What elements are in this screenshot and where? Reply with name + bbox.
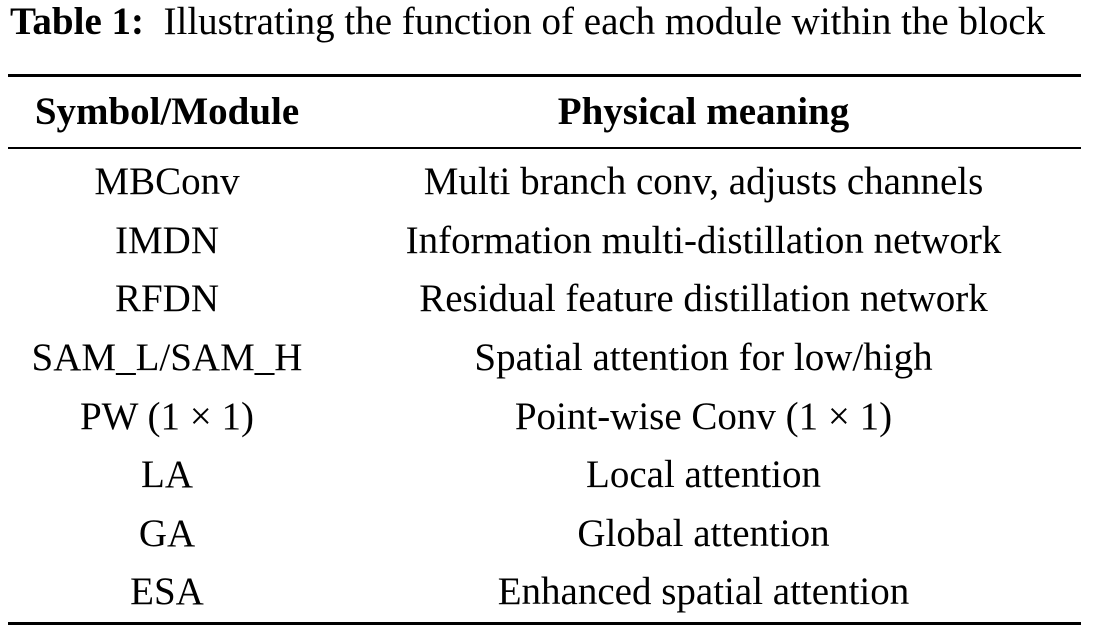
cell-symbol: PW (1 × 1) (79, 394, 254, 438)
table-row: SAM_L/SAM_H Spatial attention for low/hi… (8, 329, 1081, 388)
mid-rule (8, 147, 1081, 149)
caption-label: Table 1: (10, 0, 145, 43)
header-row: Symbol/Module Physical meaning (8, 77, 1081, 147)
cell-symbol: RFDN (114, 277, 220, 321)
cell-symbol: IMDN (115, 218, 219, 262)
cell-symbol: ESA (130, 570, 204, 614)
table-row: IMDN Information multi-distillation netw… (8, 212, 1081, 271)
cell-symbol: LA (141, 453, 193, 497)
cell-meaning: Residual feature distillation network (419, 277, 988, 321)
cell-meaning: Spatial attention for low/high (474, 336, 933, 380)
header-symbol-module: Symbol/Module (34, 90, 300, 133)
cell-symbol: GA (138, 511, 196, 555)
cell-meaning: Local attention (586, 453, 821, 497)
bottom-rule (8, 621, 1081, 625)
table: Symbol/Module Physical meaning (8, 77, 1081, 147)
cell-meaning: Enhanced spatial attention (497, 570, 910, 614)
table-caption: Table 1: Illustrating the function of ea… (10, 0, 1095, 44)
table-row: GA Global attention (8, 505, 1081, 564)
table-row: MBConv Multi branch conv, adjusts channe… (8, 149, 1081, 212)
cell-meaning: Point-wise Conv (1 × 1) (514, 394, 893, 438)
cell-meaning: Global attention (577, 511, 830, 555)
table-row: RFDN Residual feature distillation netwo… (8, 270, 1081, 329)
cell-meaning: Information multi-distillation network (405, 218, 1002, 262)
header-physical-meaning: Physical meaning (557, 90, 850, 133)
top-rule (8, 74, 1081, 77)
module-table: Symbol/Module Physical meaning MBConv Mu… (8, 74, 1081, 625)
table-body: MBConv Multi branch conv, adjusts channe… (8, 149, 1081, 622)
cell-symbol: MBConv (94, 160, 240, 204)
cell-symbol: SAM_L/SAM_H (31, 336, 303, 380)
cell-meaning: Multi branch conv, adjusts channels (423, 160, 984, 204)
table-row: ESA Enhanced spatial attention (8, 563, 1081, 622)
table-row: PW (1 × 1) Point-wise Conv (1 × 1) (8, 387, 1081, 446)
caption-text: Illustrating the function of each module… (163, 0, 1046, 43)
table-row: LA Local attention (8, 446, 1081, 505)
